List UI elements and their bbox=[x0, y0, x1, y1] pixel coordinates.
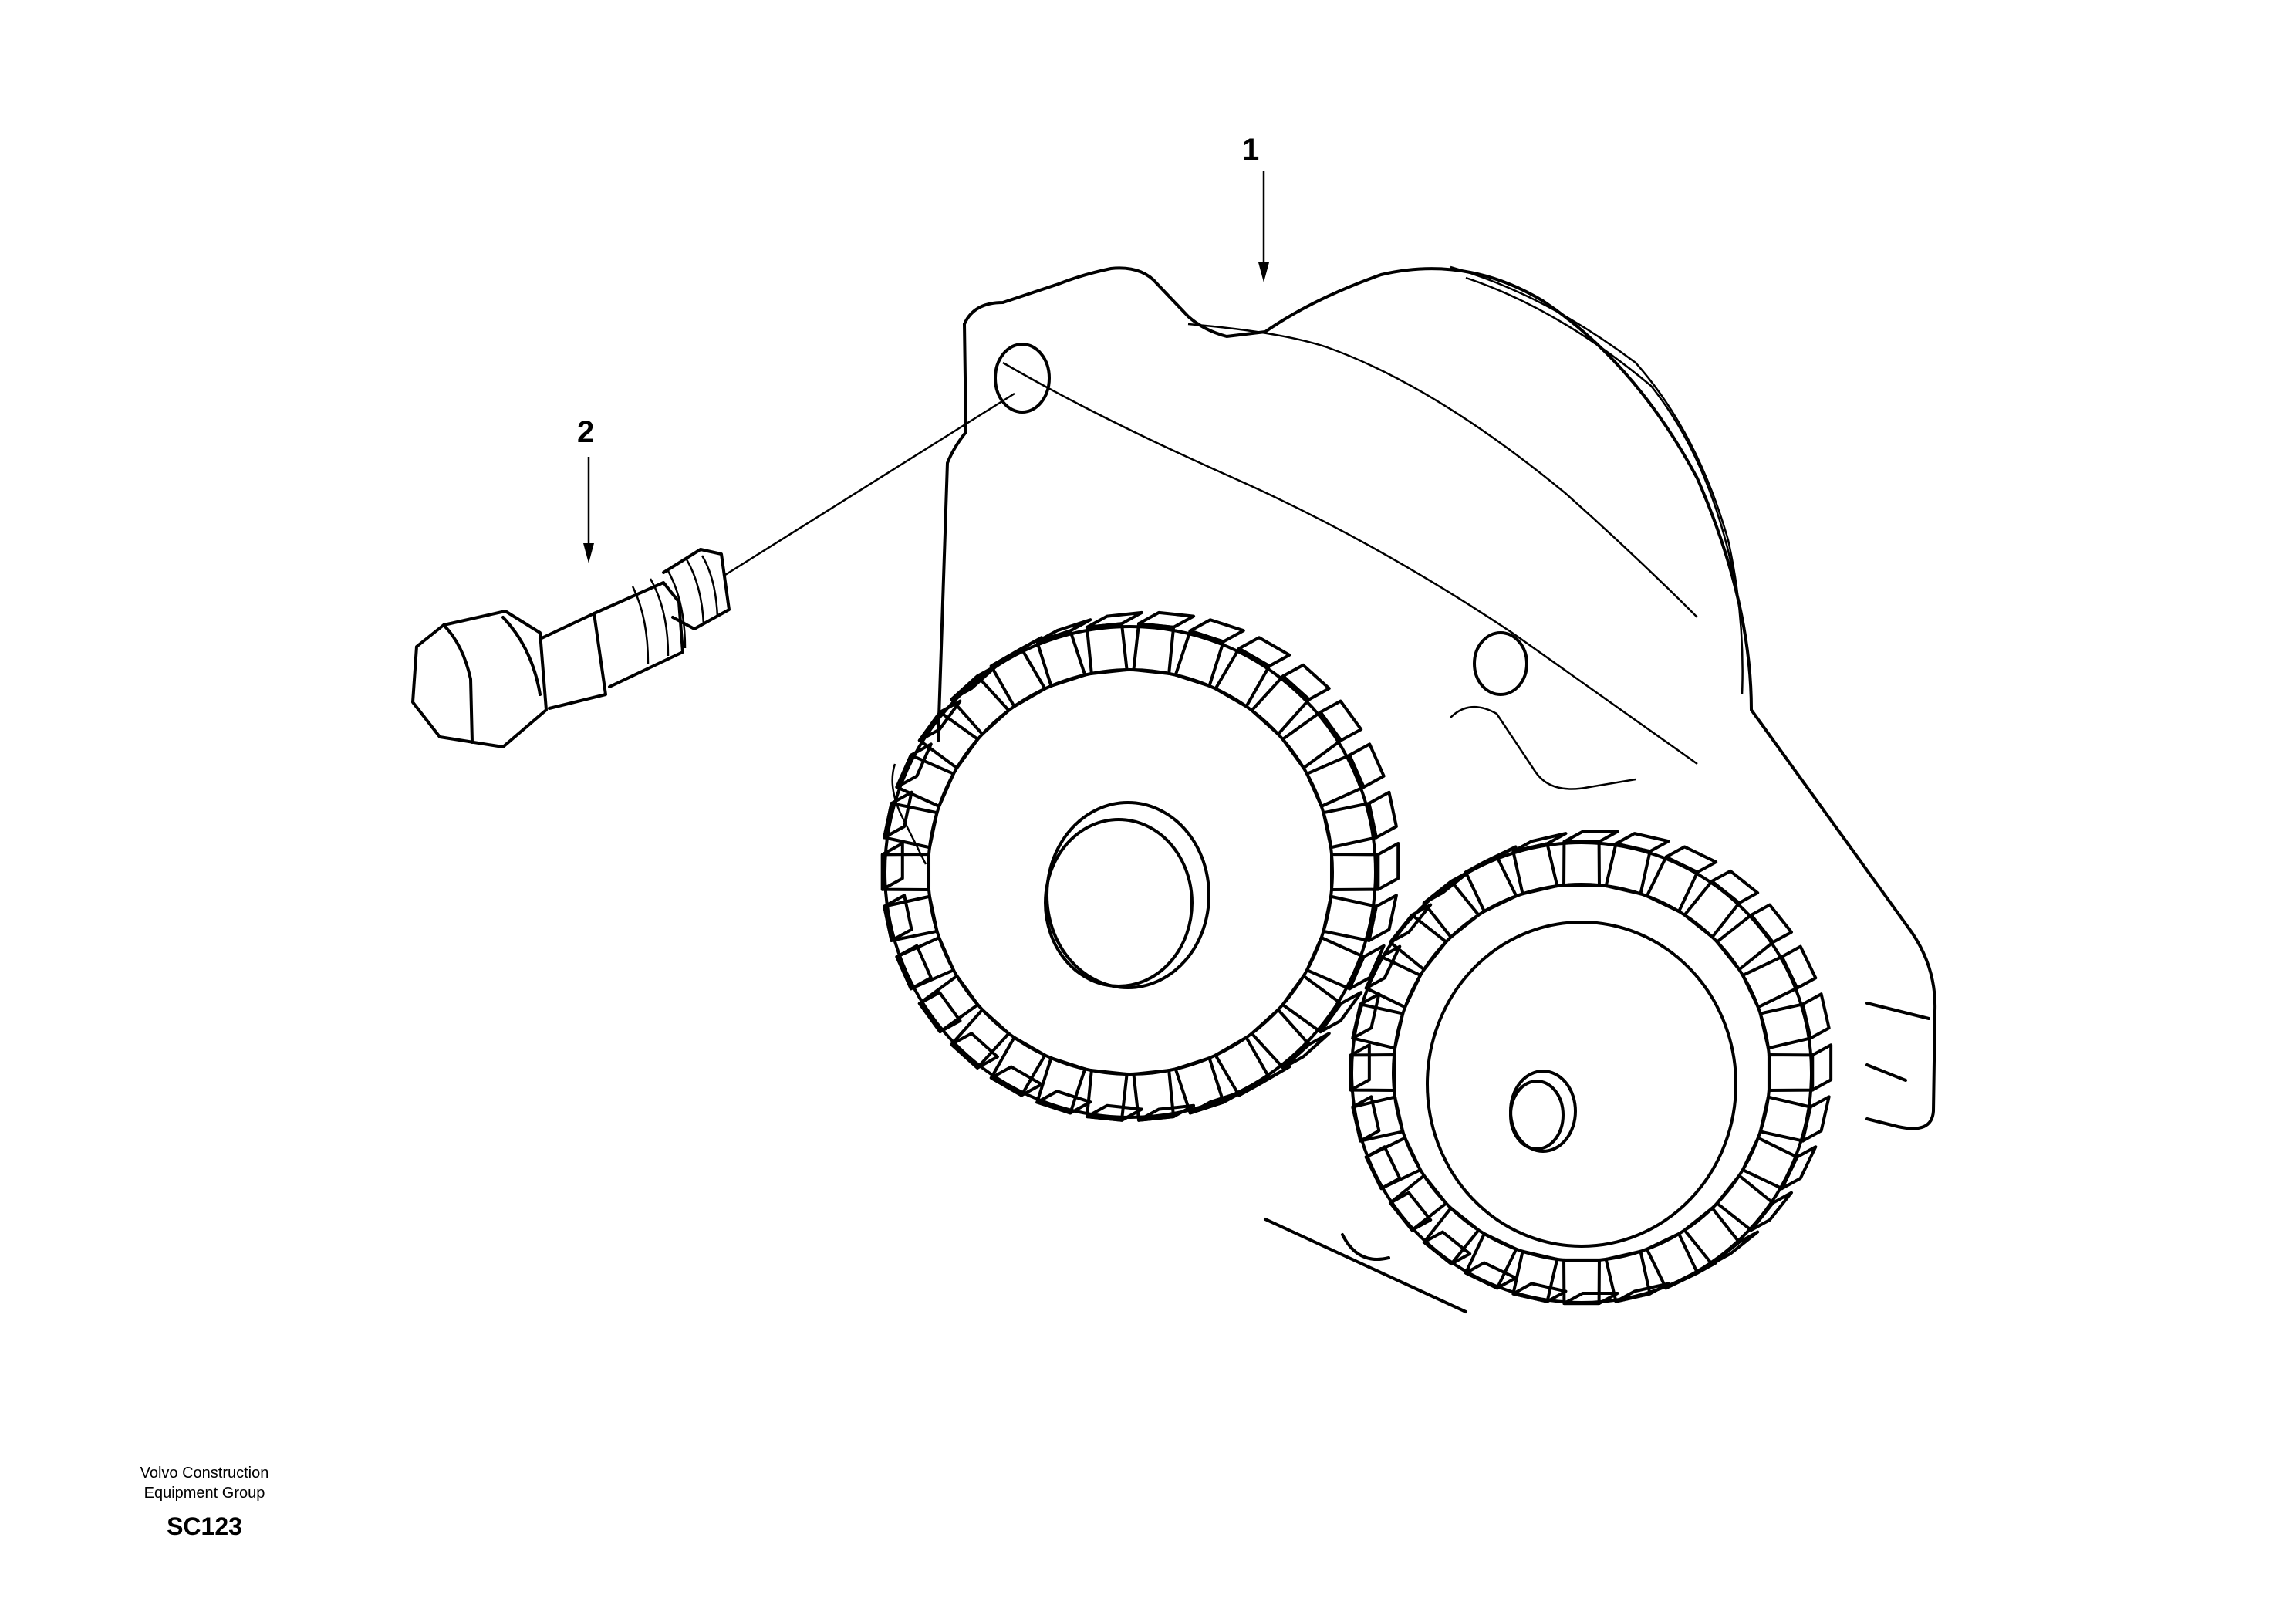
gear-tooth-face bbox=[1281, 663, 1331, 701]
gear-tooth-face bbox=[1511, 1282, 1568, 1303]
gear-tooth bbox=[1715, 913, 1774, 972]
gear-tooth-face bbox=[1614, 1282, 1670, 1303]
gear-tooth-face bbox=[1749, 1191, 1793, 1232]
gear-teeth bbox=[880, 610, 1400, 1122]
gear-tooth-face bbox=[1811, 1043, 1833, 1092]
gear-tooth-face bbox=[1137, 610, 1196, 629]
gear-tooth-face bbox=[989, 1065, 1044, 1097]
gear-tooth-face bbox=[1237, 1065, 1292, 1097]
gear-tooth-face bbox=[1780, 1145, 1818, 1191]
hex-bolt bbox=[411, 548, 731, 748]
gear-tooth-face bbox=[1464, 845, 1518, 874]
gear-tooth-face bbox=[1511, 832, 1568, 853]
gear-tooth-face bbox=[895, 944, 933, 991]
gear-tooth-face bbox=[1614, 832, 1670, 853]
gear-tooth bbox=[1305, 936, 1366, 991]
mounting-hole bbox=[1473, 631, 1528, 696]
gear-tooth bbox=[1422, 880, 1481, 939]
gear-tooth-face bbox=[1364, 1145, 1402, 1191]
gear-tooth-face bbox=[1801, 1095, 1831, 1143]
gear-tooth-face bbox=[950, 663, 999, 701]
gear-tooth-face bbox=[1367, 790, 1398, 840]
gear-tooth bbox=[989, 647, 1047, 708]
gear-tooth bbox=[1645, 855, 1700, 914]
gear-tooth-face bbox=[1749, 903, 1793, 944]
company-name-line1: Volvo Construction bbox=[140, 1465, 269, 1482]
gear-tooth bbox=[1562, 840, 1601, 887]
gear-hub bbox=[1045, 801, 1210, 989]
gear-tooth-face bbox=[1367, 894, 1398, 942]
gear-face bbox=[1426, 921, 1737, 1248]
gear-tooth-face bbox=[1035, 1090, 1092, 1115]
publisher-credit: Volvo Construction Equipment Group SC123 bbox=[116, 1463, 293, 1540]
gear-tooth bbox=[1562, 1258, 1601, 1306]
company-name-line2: Equipment Group bbox=[144, 1485, 265, 1502]
gear-tooth bbox=[1683, 1206, 1741, 1265]
gear-tooth bbox=[1645, 1232, 1700, 1290]
gear-tooth-face bbox=[1664, 845, 1718, 874]
gear-tooth-face bbox=[883, 894, 913, 942]
gear-tooth-face bbox=[1780, 944, 1818, 990]
gear-tooth bbox=[1085, 622, 1129, 675]
gear-tooth bbox=[1767, 1053, 1815, 1092]
arrowhead bbox=[1258, 262, 1269, 282]
callout-1: 1 bbox=[1242, 133, 1260, 167]
gear-tooth-face bbox=[1319, 991, 1363, 1034]
gear-tooth bbox=[1214, 647, 1271, 708]
gear-tooth-face bbox=[917, 699, 962, 742]
gear-tooth bbox=[1464, 1232, 1518, 1290]
gear-tooth-face bbox=[1237, 636, 1292, 668]
gear-tooth bbox=[1741, 1136, 1799, 1191]
gear-tooth-face bbox=[1137, 1103, 1196, 1122]
gear-tooth-face bbox=[1085, 610, 1143, 629]
gear-tooth-face bbox=[950, 1032, 999, 1070]
gear-tooth-face bbox=[1801, 992, 1831, 1040]
gear-tooth-face bbox=[1389, 903, 1433, 944]
callout-2: 2 bbox=[577, 415, 595, 449]
gear-tooth-face bbox=[1351, 1095, 1381, 1143]
gear-tooth-face bbox=[1710, 869, 1760, 905]
gear-tooth-face bbox=[895, 742, 933, 789]
gear-tooth bbox=[1683, 880, 1741, 939]
gear-tooth-face bbox=[1319, 699, 1363, 742]
gear-tooth-face bbox=[880, 842, 904, 891]
gear-tooth-face bbox=[1464, 1261, 1518, 1290]
gear-tooth bbox=[1214, 1036, 1271, 1097]
gear-tooth bbox=[1464, 855, 1518, 914]
gear-tooth bbox=[1741, 955, 1799, 1009]
leader-lines bbox=[583, 171, 1269, 576]
gear-tooth-face bbox=[1562, 830, 1619, 843]
gear-tooth-face bbox=[917, 991, 962, 1034]
gear-tooth-face bbox=[1389, 1191, 1433, 1232]
gear-tooth-face bbox=[1348, 742, 1386, 789]
gear-tooth-face bbox=[1188, 1090, 1245, 1115]
gear-tooth-face bbox=[1664, 1261, 1718, 1290]
gear-tooth-face bbox=[1422, 1230, 1472, 1265]
figure-code: SC123 bbox=[167, 1512, 242, 1540]
gear-tooth-face bbox=[1710, 1230, 1760, 1265]
gear-tooth-face bbox=[1364, 944, 1402, 990]
gear-tooth-face bbox=[1035, 618, 1092, 644]
gear-tooth-face bbox=[1188, 618, 1245, 644]
mounting-hole bbox=[994, 343, 1051, 414]
pump-housing bbox=[891, 265, 1937, 1313]
gear-tooth bbox=[1329, 852, 1380, 892]
driving-gear bbox=[880, 610, 1400, 1122]
gear-tooth bbox=[1305, 753, 1366, 808]
gear-tooth-face bbox=[1376, 842, 1400, 891]
arrowhead bbox=[583, 543, 594, 563]
gear-tooth-face bbox=[989, 636, 1044, 668]
gear-tooth-face bbox=[1281, 1032, 1331, 1070]
gear-tooth bbox=[1132, 622, 1176, 675]
gear-teeth bbox=[1349, 830, 1833, 1306]
gear-tooth-face bbox=[1349, 1043, 1371, 1092]
driven-gear bbox=[1349, 830, 1833, 1306]
gear-tooth bbox=[1389, 913, 1448, 972]
gear-tooth-face bbox=[1085, 1103, 1143, 1122]
gear-tooth-face bbox=[1562, 1291, 1619, 1306]
